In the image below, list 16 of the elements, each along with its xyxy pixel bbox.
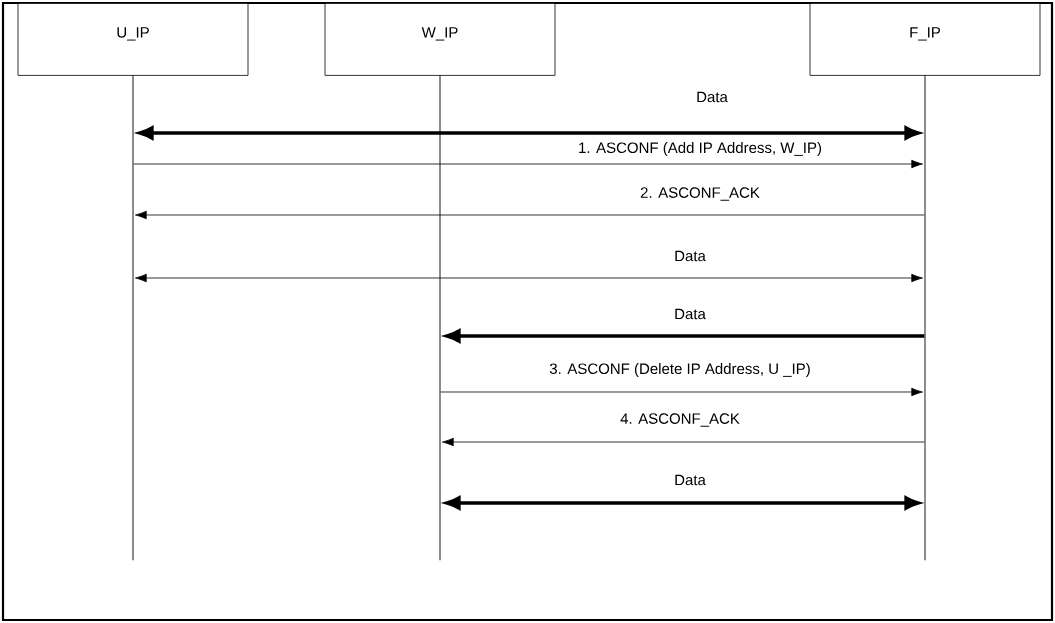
- arrow: [442, 437, 925, 447]
- arrow: [135, 273, 923, 283]
- edge-label: Data: [673, 249, 707, 263]
- edge-label: 4. ASCONF_ACK: [619, 412, 741, 428]
- participant-box: F_IP: [809, 3, 1041, 76]
- edge-label: 3. ASCONF (Delete IP Address, U _IP): [548, 362, 812, 378]
- arrow: [440, 387, 923, 397]
- edge-label: Data: [695, 90, 729, 104]
- arrow: [133, 159, 923, 169]
- edge-label: 2. ASCONF_ACK: [639, 186, 761, 202]
- edge-label: Data: [673, 307, 707, 321]
- participant-box: U_IP: [17, 3, 249, 76]
- edge-label: Data: [673, 473, 707, 487]
- edge-label: 1. ASCONF (Add IP Address, W_IP): [577, 141, 823, 157]
- participant-box: W_IP: [324, 3, 556, 76]
- arrow: [135, 210, 925, 220]
